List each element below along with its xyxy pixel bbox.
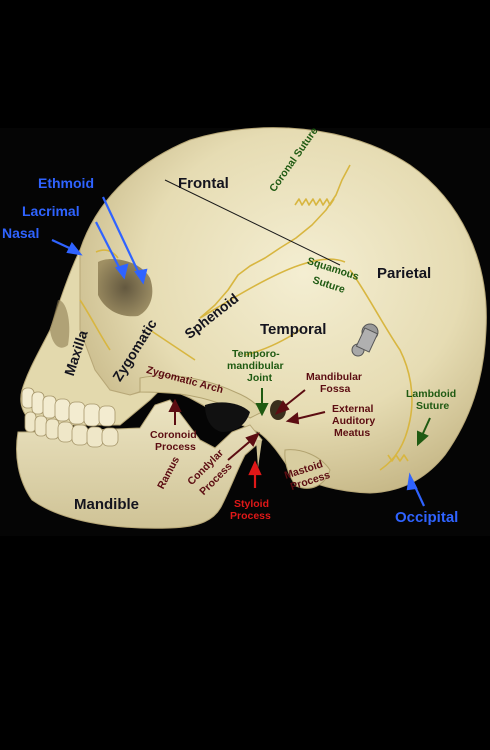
metal-clip-icon <box>351 323 379 357</box>
label-nasal: Nasal <box>2 225 40 241</box>
label-lambdoid-suture-2: Suture <box>416 400 450 412</box>
maroon-arrows <box>168 389 326 461</box>
label-ethmoid: Ethmoid <box>38 175 94 191</box>
red-arrow <box>248 460 262 488</box>
label-mandibular-fossa-2: Fossa <box>320 383 351 395</box>
label-mandible: Mandible <box>74 496 140 513</box>
label-external-meatus-1: External <box>332 403 374 415</box>
label-external-meatus-2: Auditory <box>332 415 376 427</box>
label-tmj-1: Temporo- <box>232 348 280 360</box>
mastoid-shape <box>284 449 331 489</box>
green-arrows <box>255 388 431 447</box>
label-temporal: Temporal <box>260 321 327 338</box>
label-frontal: Frontal <box>178 175 229 192</box>
sutures <box>79 164 413 471</box>
label-parietal: Parietal <box>377 265 432 282</box>
label-styloid-process-1: Styloid <box>234 498 270 510</box>
styloid-shape <box>256 440 262 468</box>
upper-teeth <box>21 387 116 427</box>
label-occipital: Occipital <box>395 509 459 526</box>
face-shape <box>20 249 167 426</box>
lower-teeth <box>24 411 119 448</box>
label-styloid-process-2: Process <box>230 510 271 522</box>
label-mandibular-fossa-1: Mandibular <box>306 371 363 383</box>
frontal-parietal-line <box>164 179 341 266</box>
coronoid-notch <box>205 402 250 432</box>
label-tmj-3: Joint <box>247 372 273 384</box>
label-coronoid-process-2: Process <box>155 441 196 453</box>
label-external-meatus-3: Meatus <box>334 427 371 439</box>
label-lambdoid-suture-1: Lambdoid <box>406 388 457 400</box>
blue-arrows <box>51 196 425 507</box>
label-coronoid-process-1: Coronoid <box>150 429 197 441</box>
label-lacrimal: Lacrimal <box>22 203 80 219</box>
label-tmj-2: mandibular <box>227 360 284 372</box>
nasal-cavity <box>50 300 70 348</box>
